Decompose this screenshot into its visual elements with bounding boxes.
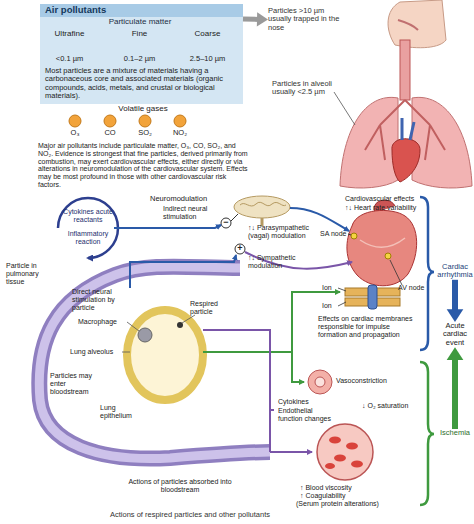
pollutant-box: Air pollutantsParticulate matterUltrafin… <box>40 4 243 104</box>
annotation-label: Volatile gases <box>88 105 198 114</box>
arrow-head <box>257 12 268 26</box>
annotation-label: Macrophage <box>78 318 126 326</box>
annotation-label: ↑↓ Sympathetic modulation <box>248 254 306 270</box>
outcome-box: Acute cardiac event <box>436 322 474 347</box>
annotation-label: ↑↓ Heart rate variability <box>345 204 419 212</box>
annotation-label: ↓ O₂ saturation <box>362 402 417 410</box>
annotation-label: Inflammatory reaction <box>62 230 114 246</box>
arrhythmia-brace <box>420 197 434 350</box>
annotation-label: Lung epithelium <box>100 404 145 420</box>
annotation-label: Cytokines <box>278 398 318 406</box>
lung-alveolus <box>122 310 203 400</box>
annotation-label: ↑↓ Parasympathetic (vagal) modulation <box>248 224 320 240</box>
note-box: Particles >10 µm usually trapped in the … <box>268 7 346 32</box>
annotation-label: (Serum protein alterations) <box>296 500 416 508</box>
annotation-label: Effects on cardiac membranes responsible… <box>318 315 420 338</box>
cardiac-membrane <box>338 285 400 309</box>
annotation-label: Ion <box>322 302 338 310</box>
figure-caption: Actions of respired particles and other … <box>40 511 340 519</box>
pathway-lines <box>114 208 352 452</box>
node-text: 0.1–2 µm <box>112 55 167 63</box>
annotation-label: Particles may enter bloodstream <box>50 372 105 395</box>
outcome-box: Ischemia <box>436 429 474 437</box>
inflammation-cycle <box>58 198 118 258</box>
flow-arrow <box>447 347 464 429</box>
blood-vessel <box>39 267 270 459</box>
node-text: Ultrafine <box>42 30 97 39</box>
flow-arrow <box>243 12 268 26</box>
annotation-label: Cytokines acute reactants <box>62 208 114 224</box>
node-text: Acute cardiac event <box>436 322 474 347</box>
node-text: 2.5–10 µm <box>180 55 235 63</box>
annotation-label: NO₂ <box>165 129 195 137</box>
annotation-label: Direct neural stimulation by particle <box>72 288 134 311</box>
annotation-label: Actions of particles absorbed into blood… <box>120 478 240 494</box>
arrow-head <box>447 347 464 360</box>
gas-circles <box>69 115 186 127</box>
annotation-label: − <box>221 217 231 227</box>
flow-arrow <box>447 280 464 322</box>
annotation-label: Major air pollutants include particulate… <box>38 142 250 189</box>
annotation-label: Vasoconstriction <box>336 377 406 385</box>
annotation-label: Particles in alveoli usually <2.5 µm <box>272 80 334 97</box>
node-text: Particulate matter <box>80 18 200 27</box>
node-text: <0.1 µm <box>42 55 97 63</box>
arrow-head <box>447 309 464 322</box>
annotation-label: Cardiovascular effects <box>345 195 419 203</box>
arrow-shaft <box>452 357 458 429</box>
node-text: Air pollutants <box>45 5 195 16</box>
annotation-label: AV node <box>398 284 428 292</box>
node-text: Most particles are a mixture of material… <box>45 67 238 101</box>
annotation-label: ↑ Coagulability <box>300 492 410 500</box>
annotation-label: SO₂ <box>130 129 160 137</box>
lung-illustration <box>334 0 472 188</box>
ischemia-brace <box>420 362 434 505</box>
arrow-shaft <box>243 17 259 22</box>
annotation-label: Lung alveolus <box>70 348 122 356</box>
annotation-label: Endothelial function changes <box>278 407 336 423</box>
vessel-insets <box>308 370 373 480</box>
node-text: Particles >10 µm usually trapped in the … <box>268 7 346 32</box>
arrow-shaft <box>452 280 458 312</box>
heart <box>347 200 417 286</box>
node-text: Ischemia <box>436 429 474 437</box>
node-text: Fine <box>112 30 167 39</box>
outcome-box: Cardiac arrhythmia <box>436 263 474 280</box>
annotation-label: Respired particle <box>190 300 240 316</box>
annotation-label: Ion <box>322 284 338 292</box>
annotation-label: Indirect neural stimulation <box>163 205 218 221</box>
annotation-label: CO <box>95 129 125 137</box>
annotation-label: SA node <box>320 230 348 238</box>
annotation-label: ↑ Blood viscosity <box>300 484 410 492</box>
node-text: Coarse <box>180 30 235 39</box>
annotation-label: O₃ <box>60 129 90 137</box>
node-text: Cardiac arrhythmia <box>436 263 474 280</box>
annotation-label: Particle in pulmonary tissue <box>6 262 58 285</box>
annotation-label: + <box>235 243 245 253</box>
annotation-label: Neuromodulation <box>150 195 220 203</box>
